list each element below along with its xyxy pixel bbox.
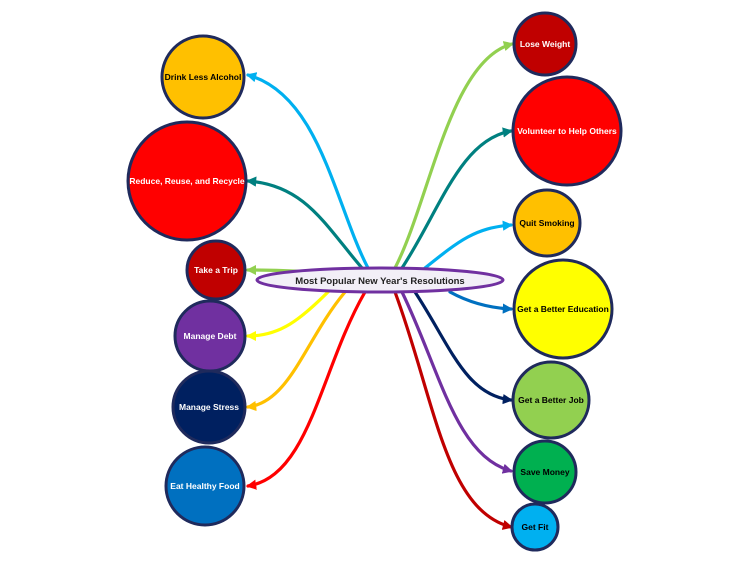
edge-manage-stress — [245, 290, 347, 412]
node-circle — [512, 439, 578, 505]
node-circle — [511, 360, 591, 440]
edge-reduce-reuse-recycle — [245, 176, 364, 270]
node-label: Save Money — [520, 467, 569, 477]
node-circle — [511, 75, 623, 187]
node-label: Manage Debt — [184, 331, 237, 341]
central-topic-ellipse — [255, 266, 505, 294]
node-label: Volunteer to Help Others — [517, 126, 617, 136]
node-label: Get Fit — [522, 522, 549, 532]
node-label: Lose Weight — [520, 39, 571, 49]
node-label: Reduce, Reuse, and Recycle — [129, 176, 245, 186]
node-label: Take a Trip — [194, 265, 238, 275]
node-label: Get a Better Job — [518, 395, 584, 405]
node-lose-weight[interactable]: Lose Weight — [512, 11, 578, 77]
edge-save-money — [400, 290, 513, 474]
node-circle — [126, 120, 248, 242]
node-circle — [512, 188, 582, 258]
node-take-a-trip[interactable]: Take a Trip — [185, 239, 247, 301]
node-circle — [512, 258, 614, 360]
node-circle — [160, 34, 246, 120]
node-reduce-reuse-recycle[interactable]: Reduce, Reuse, and Recycle — [126, 120, 248, 242]
edge-drink-less-alcohol — [246, 72, 370, 270]
connectors-right — [393, 41, 514, 530]
node-better-education[interactable]: Get a Better Education — [512, 258, 614, 360]
node-label: Eat Healthy Food — [170, 481, 239, 491]
node-save-money[interactable]: Save Money — [512, 439, 578, 505]
edge-lose-weight — [393, 41, 514, 270]
edge-better-job — [413, 290, 514, 405]
node-circle — [510, 502, 560, 552]
node-get-fit[interactable]: Get Fit — [510, 502, 560, 552]
node-label: Manage Stress — [179, 402, 239, 412]
central-topic[interactable]: Most Popular New Year's Resolutions — [255, 266, 505, 294]
node-eat-healthy-food[interactable]: Eat Healthy Food — [164, 445, 246, 527]
node-volunteer[interactable]: Volunteer to Help Others — [511, 75, 623, 187]
node-circle — [185, 239, 247, 301]
node-label: Drink Less Alcohol — [165, 72, 242, 82]
node-circle — [512, 11, 578, 77]
node-circle — [171, 369, 247, 445]
central-topic-label: Most Popular New Year's Resolutions — [295, 276, 464, 287]
connectors-left — [245, 72, 370, 490]
node-manage-stress[interactable]: Manage Stress — [171, 369, 247, 445]
node-label: Quit Smoking — [519, 218, 574, 228]
edge-get-fit — [393, 290, 513, 530]
node-label: Get a Better Education — [517, 304, 609, 314]
node-drink-less-alcohol[interactable]: Drink Less Alcohol — [160, 34, 246, 120]
node-circle — [164, 445, 246, 527]
edge-better-education — [448, 290, 514, 314]
edge-quit-smoking — [423, 220, 514, 270]
node-manage-debt[interactable]: Manage Debt — [173, 299, 247, 373]
node-better-job[interactable]: Get a Better Job — [511, 360, 591, 440]
edge-volunteer — [400, 127, 514, 270]
node-quit-smoking[interactable]: Quit Smoking — [512, 188, 582, 258]
edge-manage-debt — [245, 288, 332, 342]
edge-eat-healthy-food — [245, 290, 367, 490]
